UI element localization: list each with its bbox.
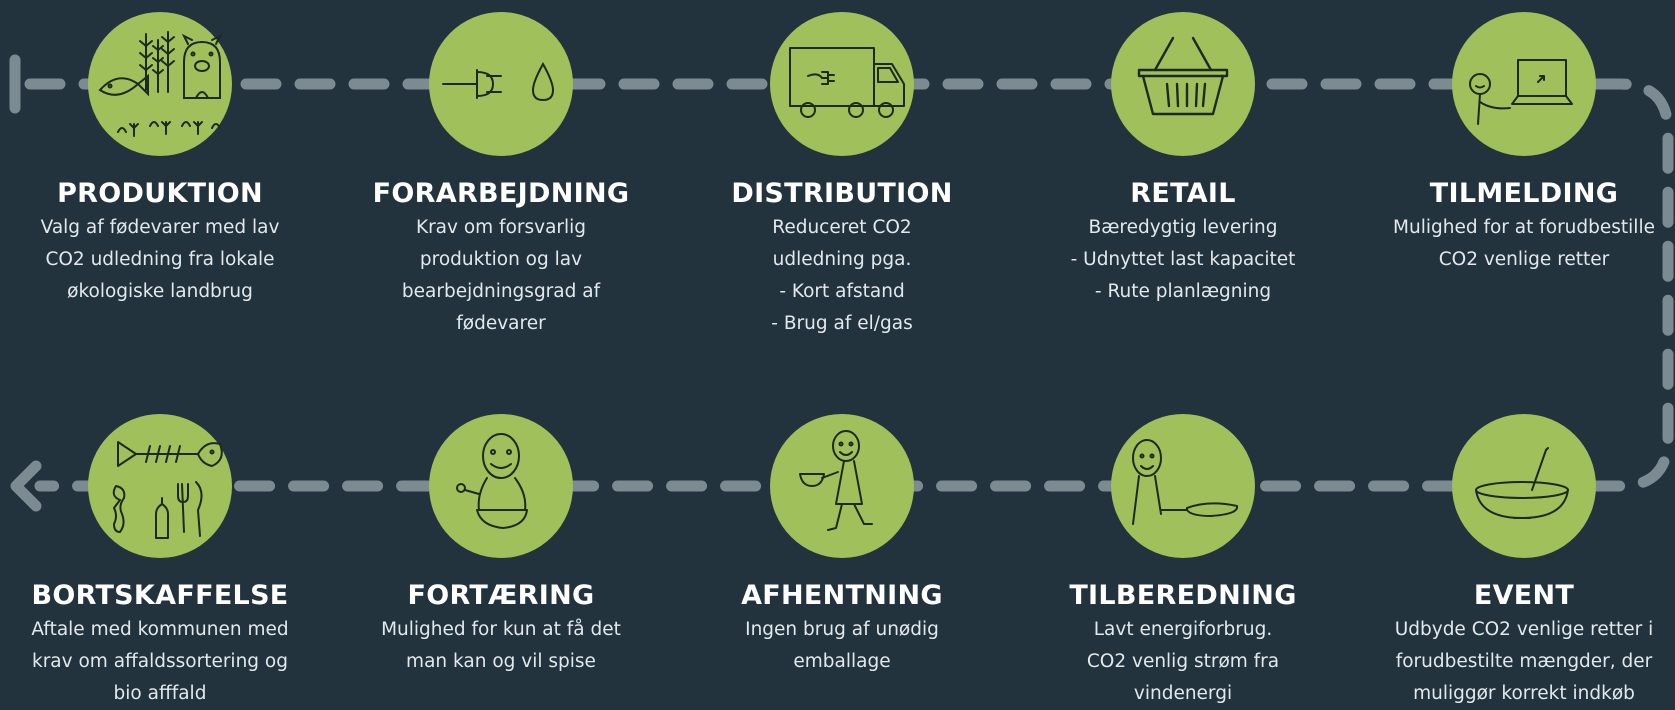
description-line: Udbyde CO2 venlige retter i	[1394, 619, 1654, 640]
shopping-basket-icon	[1137, 36, 1229, 116]
stage-circle	[88, 414, 232, 558]
stage-bortskaffelse: BORTSKAFFELSE Aftale med kommunen med krav…	[10, 0, 310, 707]
description-line: CO2 udledning fra lokale	[45, 249, 275, 270]
stage-description: Ingen brug af unødig emballage	[692, 614, 992, 678]
stage-title: TILMELDING	[1429, 178, 1619, 209]
stage-description: Udbyde CO2 venlige retter i forudbestilte…	[1374, 614, 1674, 710]
stage-circle	[770, 12, 914, 156]
plug-drop-icon	[442, 61, 555, 102]
stage-retail: RETAIL Bæredygtig levering - Udnyttet last…	[1033, 0, 1333, 707]
description-line: udledning pga.	[772, 249, 912, 270]
description-line: - Kort afstand	[779, 281, 905, 302]
stage-description: Krav om forsvarlig produktion og lav bearb…	[351, 212, 651, 340]
description-line: emballage	[793, 651, 891, 672]
stage-title: AFHENTNING	[741, 580, 943, 611]
stage-circle	[1452, 12, 1596, 156]
stage-title: PRODUKTION	[57, 178, 263, 209]
stage-description: Mulighed for kun at få det man kan og vil…	[351, 614, 651, 678]
description-line: bearbejdningsgrad af	[401, 281, 601, 302]
stage-title: BORTSKAFFELSE	[31, 580, 289, 611]
description-line: CO2 venlige retter	[1438, 249, 1610, 270]
stage-description: Aftale med kommunen med krav om affaldsso…	[10, 614, 310, 710]
description-line: krav om affaldssortering og	[31, 651, 288, 672]
description-line: bio afffald	[113, 683, 207, 704]
stage-circle	[770, 414, 914, 558]
stage-description: Reduceret CO2 udledning pga. - Kort afstan…	[692, 212, 992, 340]
stage-title: FORARBEJDNING	[372, 178, 630, 209]
stage-fortaering: FORTÆRING Mulighed for kun at få det man k…	[351, 0, 651, 707]
stage-circle	[1452, 414, 1596, 558]
description-line: - Rute planlægning	[1094, 281, 1272, 302]
description-line: forudbestilte mængder, der	[1395, 651, 1653, 672]
stage-description: Bæredygtig levering - Udnyttet last kapac…	[1033, 212, 1333, 308]
person-laptop-icon	[1469, 59, 1573, 125]
stage-tilberedning: TILBEREDNING Lavt energiforbrug. CO2 venli…	[1033, 0, 1333, 707]
description-line: Aftale med kommunen med	[31, 619, 289, 640]
description-line: Valg af fødevarer med lav	[40, 217, 280, 238]
description-line: fødevarer	[456, 313, 546, 334]
description-line: Ingen brug af unødig	[745, 619, 939, 640]
person-walking-bowl-icon	[799, 430, 873, 531]
stage-afhentning: AFHENTNING Ingen brug af unødig emballage	[692, 0, 992, 707]
description-line: - Udnyttet last kapacitet	[1070, 249, 1296, 270]
description-line: Mulighed for kun at få det	[381, 619, 621, 640]
waste-icon	[112, 441, 223, 539]
stage-title: FORTÆRING	[407, 580, 595, 611]
description-line: muliggør korrekt indkøb	[1413, 683, 1635, 704]
description-line: Krav om forsvarlig	[415, 217, 587, 238]
flow-end-arrow	[10, 460, 42, 512]
stage-title: EVENT	[1473, 580, 1575, 611]
stage-circle	[88, 12, 232, 156]
stage-title: RETAIL	[1130, 178, 1236, 209]
description-line: Bæredygtig levering	[1088, 217, 1278, 238]
description-line: Mulighed for at forudbestille	[1393, 217, 1655, 238]
description-line: Reduceret CO2	[772, 217, 912, 238]
fish-plants-pig-icon	[98, 31, 223, 137]
stage-event: EVENT Udbyde CO2 venlige retter i forudbes…	[1374, 0, 1674, 707]
person-frying-pan-icon	[1132, 439, 1239, 525]
stage-title: DISTRIBUTION	[731, 178, 953, 209]
stage-circle	[1111, 12, 1255, 156]
stage-title: TILBEREDNING	[1069, 580, 1297, 611]
stage-circle	[429, 414, 573, 558]
description-line: Lavt energiforbrug.	[1093, 619, 1273, 640]
stage-forarbejdning: FORARBEJDNING Krav om forsvarlig produktio…	[351, 0, 651, 707]
bowl-spoon-icon	[1475, 447, 1569, 519]
description-line: man kan og vil spise	[406, 651, 596, 672]
electric-truck-icon	[789, 47, 905, 118]
description-line: vindenergi	[1133, 683, 1233, 704]
description-line: - Brug af el/gas	[771, 313, 913, 334]
stage-circle	[1111, 414, 1255, 558]
stage-description: Lavt energiforbrug. CO2 venlig strøm fra v…	[1033, 614, 1333, 710]
description-line: produktion og lav	[419, 249, 583, 270]
stage-circle	[429, 12, 573, 156]
description-line: økologiske landbrug	[67, 281, 253, 302]
person-eating-icon	[456, 433, 528, 529]
description-line: CO2 venlig strøm fra	[1086, 651, 1280, 672]
stage-distribution: DISTRIBUTION Reduceret CO2 udledning pga. -…	[692, 0, 992, 707]
